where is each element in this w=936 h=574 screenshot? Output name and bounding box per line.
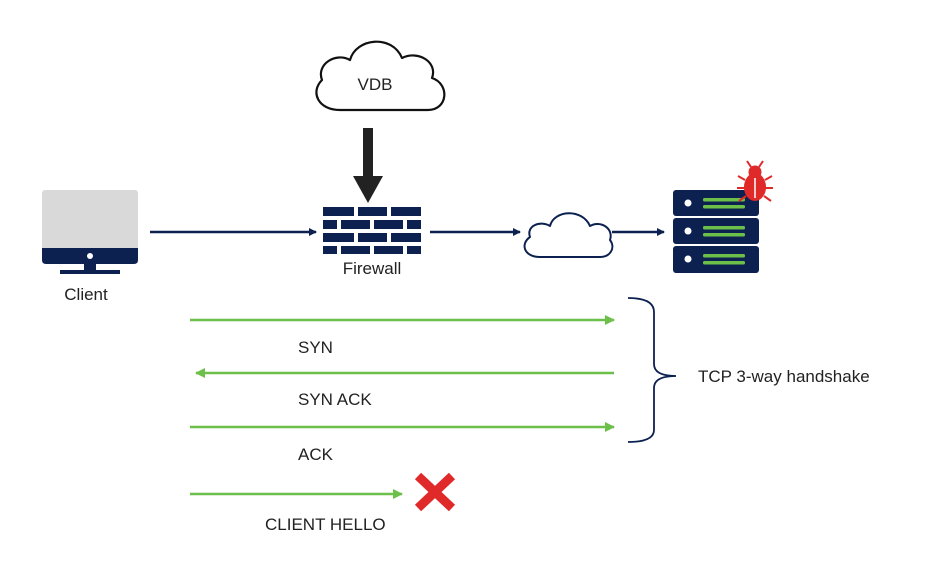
firewall-label: Firewall — [343, 259, 402, 278]
syn-ack-label: SYN ACK — [298, 390, 372, 409]
internet-cloud-icon — [523, 212, 614, 258]
ack-label: ACK — [298, 445, 334, 464]
cloud-icon — [315, 40, 446, 112]
handshake-label: TCP 3-way handshake — [698, 367, 870, 386]
syn-label: SYN — [298, 338, 333, 357]
vdb-update-arrow — [353, 128, 383, 203]
server-icon — [673, 190, 759, 273]
client-label: Client — [64, 285, 108, 304]
client-monitor-icon — [42, 190, 138, 274]
firewall-icon — [323, 207, 421, 254]
blocked-x-icon — [414, 472, 456, 512]
handshake-brace — [627, 297, 677, 443]
client-hello-label: CLIENT HELLO — [265, 515, 386, 534]
vdb-cloud: VDB — [315, 40, 446, 112]
vdb-label: VDB — [358, 75, 393, 94]
malware-bug-icon — [737, 160, 773, 202]
